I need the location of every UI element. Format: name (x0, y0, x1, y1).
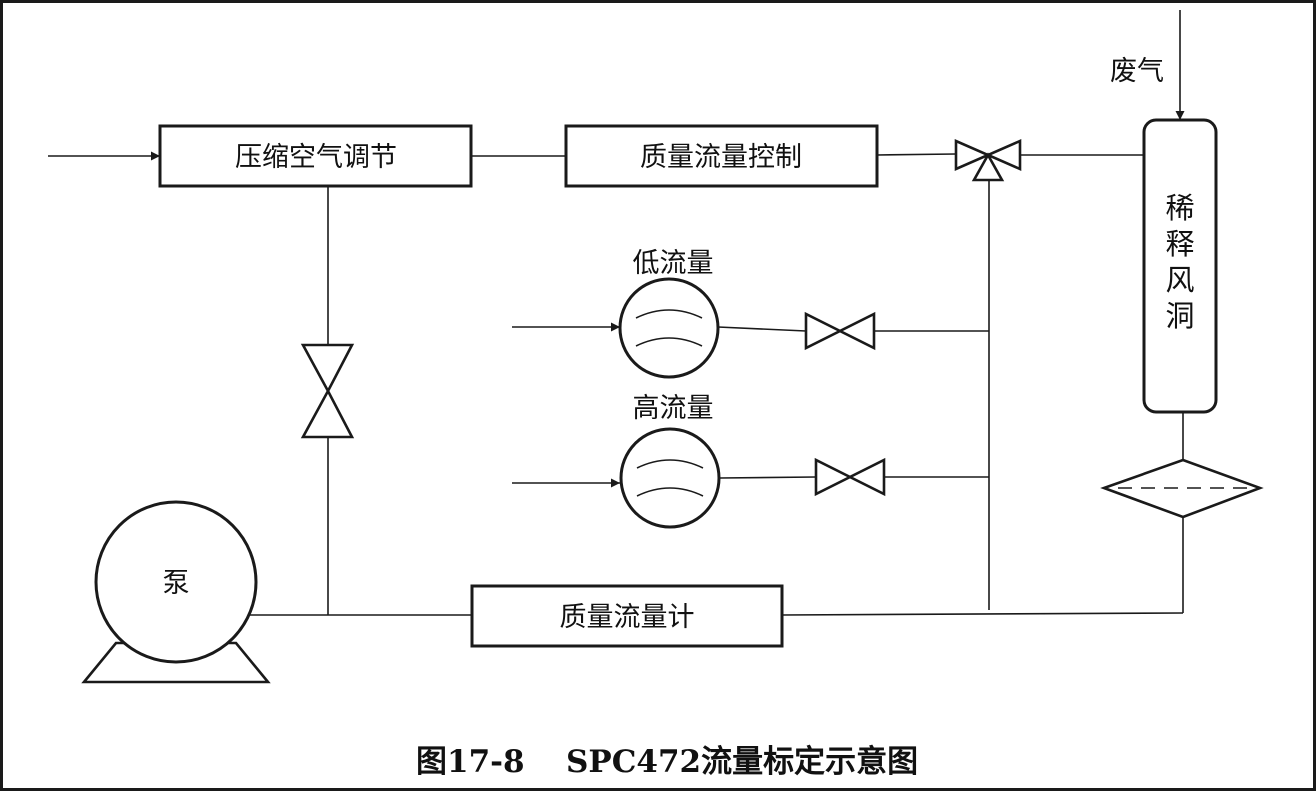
dilution-tunnel-char-1: 稀 (1165, 191, 1194, 225)
high-flow-meter (619, 427, 721, 529)
pipe-meter-return (781, 612, 1184, 616)
mass-flow-control-label: 质量流量控制 (640, 142, 802, 173)
figure-title: SPC472流量标定示意图 (566, 744, 918, 780)
pipe-high-meter-to-valve (719, 476, 817, 479)
pipe-mfc-to-valve (876, 153, 957, 156)
high-flow-label: 高流量 (633, 393, 714, 424)
figure-number: 图17-8 (416, 744, 525, 780)
low-flow-valve (804, 311, 876, 351)
piping (48, 10, 1185, 616)
low-flow-label: 低流量 (633, 248, 714, 279)
dilution-tunnel-char-3: 风 (1165, 263, 1194, 297)
high-flow-valve (814, 457, 886, 497)
compressed-air-label: 压缩空气调节 (235, 142, 397, 173)
dilution-tunnel-char-2: 释 (1165, 227, 1194, 261)
compressed-air-box: 压缩空气调节 (158, 124, 473, 188)
filter-diamond (1100, 458, 1264, 519)
pump: 泵 (81, 500, 271, 684)
dilution-tunnel: 稀 释 风 洞 (1142, 118, 1218, 414)
mass-flow-meter-box: 质量流量计 (470, 584, 784, 648)
mass-flow-meter-label: 质量流量计 (560, 602, 695, 633)
pump-label: 泵 (163, 568, 190, 599)
low-flow-meter (618, 277, 720, 379)
mass-flow-control-box: 质量流量控制 (564, 124, 879, 188)
pipe-low-meter-to-valve (717, 326, 807, 332)
dilution-tunnel-char-4: 洞 (1165, 299, 1194, 333)
exhaust-label: 废气 (1110, 56, 1164, 87)
three-way-valve (954, 139, 1022, 182)
vertical-valve (300, 343, 355, 439)
